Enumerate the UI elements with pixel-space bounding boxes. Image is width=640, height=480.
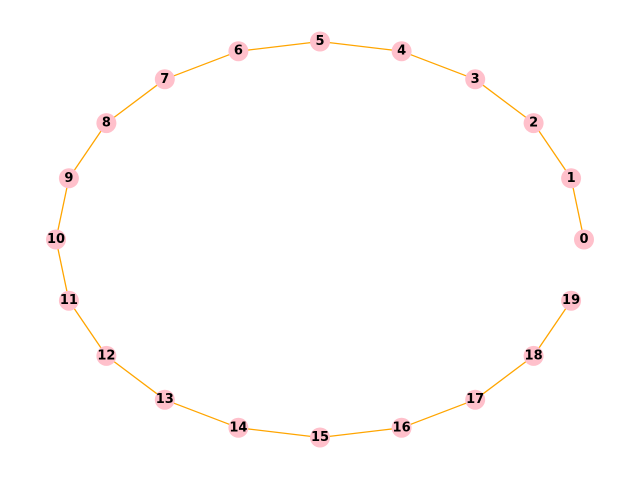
node-label-14: 14	[229, 420, 247, 435]
node-6: 6	[228, 41, 249, 62]
edge-12-13	[106, 355, 166, 401]
node-circle-10	[46, 229, 66, 250]
node-0: 0	[574, 229, 594, 250]
edge-8-9	[68, 122, 107, 179]
node-label-9: 9	[64, 171, 73, 186]
edge-10-11	[55, 239, 70, 301]
node-circle-15	[310, 427, 330, 448]
node-1: 1	[561, 168, 582, 189]
node-7: 7	[154, 69, 175, 90]
edge-18-19	[533, 300, 572, 357]
node-5: 5	[310, 31, 330, 52]
edge-1-2	[533, 122, 572, 179]
node-circle-3	[465, 69, 486, 90]
node-circle-16	[391, 417, 412, 438]
edge-13-14	[164, 399, 239, 429]
node-9: 9	[58, 168, 79, 189]
node-circle-11	[58, 290, 79, 311]
node-label-6: 6	[234, 44, 243, 59]
node-label-1: 1	[567, 171, 576, 186]
node-label-11: 11	[60, 293, 78, 308]
node-14: 14	[228, 417, 249, 438]
node-19: 19	[561, 290, 582, 311]
node-8: 8	[96, 113, 117, 134]
edge-9-10	[55, 178, 70, 240]
node-13: 13	[154, 389, 175, 410]
node-15: 15	[310, 427, 330, 448]
node-circle-5	[310, 31, 330, 52]
node-circle-9	[58, 168, 79, 189]
node-label-15: 15	[311, 430, 329, 445]
edge-6-7	[164, 50, 239, 80]
node-3: 3	[465, 69, 486, 90]
node-circle-7	[154, 69, 175, 90]
node-label-4: 4	[397, 44, 406, 59]
edge-16-17	[401, 399, 476, 429]
edge-11-12	[68, 300, 107, 357]
node-label-19: 19	[562, 293, 580, 308]
node-circle-6	[228, 41, 249, 62]
node-circle-14	[228, 417, 249, 438]
node-circle-0	[574, 229, 594, 250]
node-circle-1	[561, 168, 582, 189]
edge-17-18	[474, 355, 534, 401]
node-label-18: 18	[525, 348, 543, 363]
node-label-13: 13	[156, 392, 174, 407]
node-label-12: 12	[97, 348, 115, 363]
node-label-2: 2	[529, 116, 538, 131]
edge-4-5	[319, 40, 402, 52]
node-circle-13	[154, 389, 175, 410]
node-circle-12	[96, 345, 117, 366]
node-4: 4	[391, 41, 412, 62]
edge-7-8	[106, 78, 166, 124]
node-label-3: 3	[471, 72, 480, 87]
node-label-0: 0	[579, 232, 588, 247]
node-11: 11	[58, 290, 79, 311]
node-17: 17	[465, 389, 486, 410]
edge-5-6	[238, 40, 321, 52]
node-label-7: 7	[160, 72, 169, 87]
node-circle-2	[523, 113, 544, 134]
node-circle-8	[96, 113, 117, 134]
edge-2-3	[474, 78, 534, 124]
edges-layer	[55, 40, 585, 439]
edge-15-16	[319, 427, 402, 439]
node-circle-4	[391, 41, 412, 62]
node-circle-19	[561, 290, 582, 311]
node-10: 10	[46, 229, 66, 250]
node-circle-18	[523, 345, 544, 366]
node-label-5: 5	[315, 34, 324, 49]
node-18: 18	[523, 345, 544, 366]
node-16: 16	[391, 417, 412, 438]
node-2: 2	[523, 113, 544, 134]
node-label-17: 17	[466, 392, 484, 407]
edge-0-1	[570, 178, 585, 240]
edge-3-4	[401, 50, 476, 80]
node-label-10: 10	[47, 232, 65, 247]
node-label-8: 8	[102, 116, 111, 131]
node-circle-17	[465, 389, 486, 410]
node-12: 12	[96, 345, 117, 366]
node-label-16: 16	[393, 420, 411, 435]
edge-14-15	[238, 427, 321, 439]
